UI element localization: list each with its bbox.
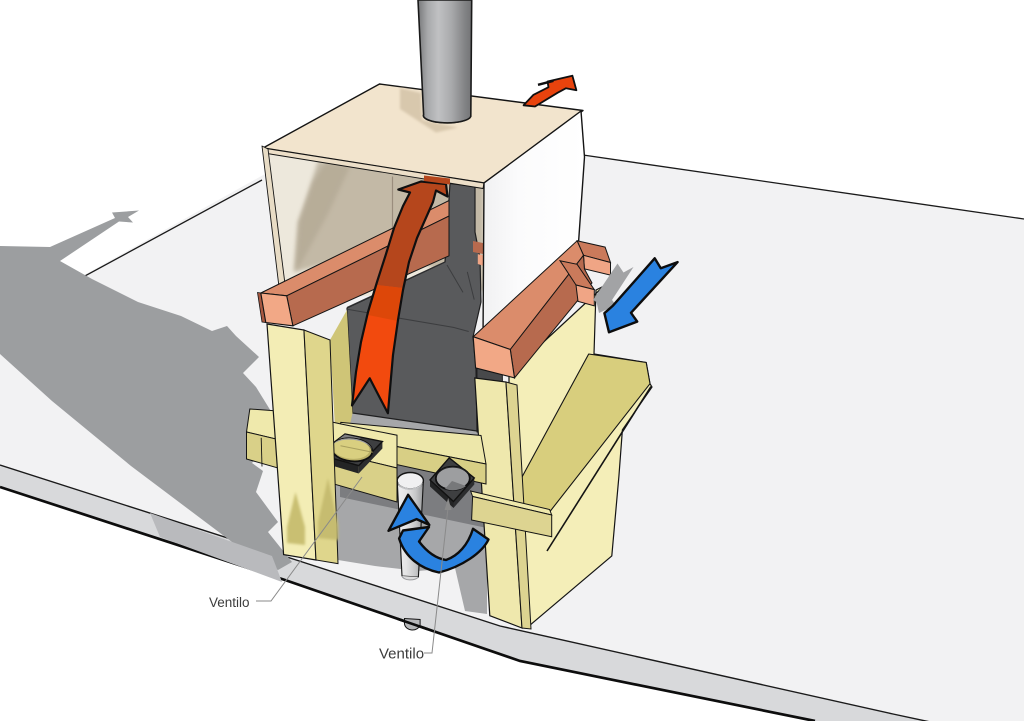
- svg-text:Ventilo: Ventilo: [379, 646, 424, 663]
- svg-text:Ventilo: Ventilo: [209, 595, 250, 610]
